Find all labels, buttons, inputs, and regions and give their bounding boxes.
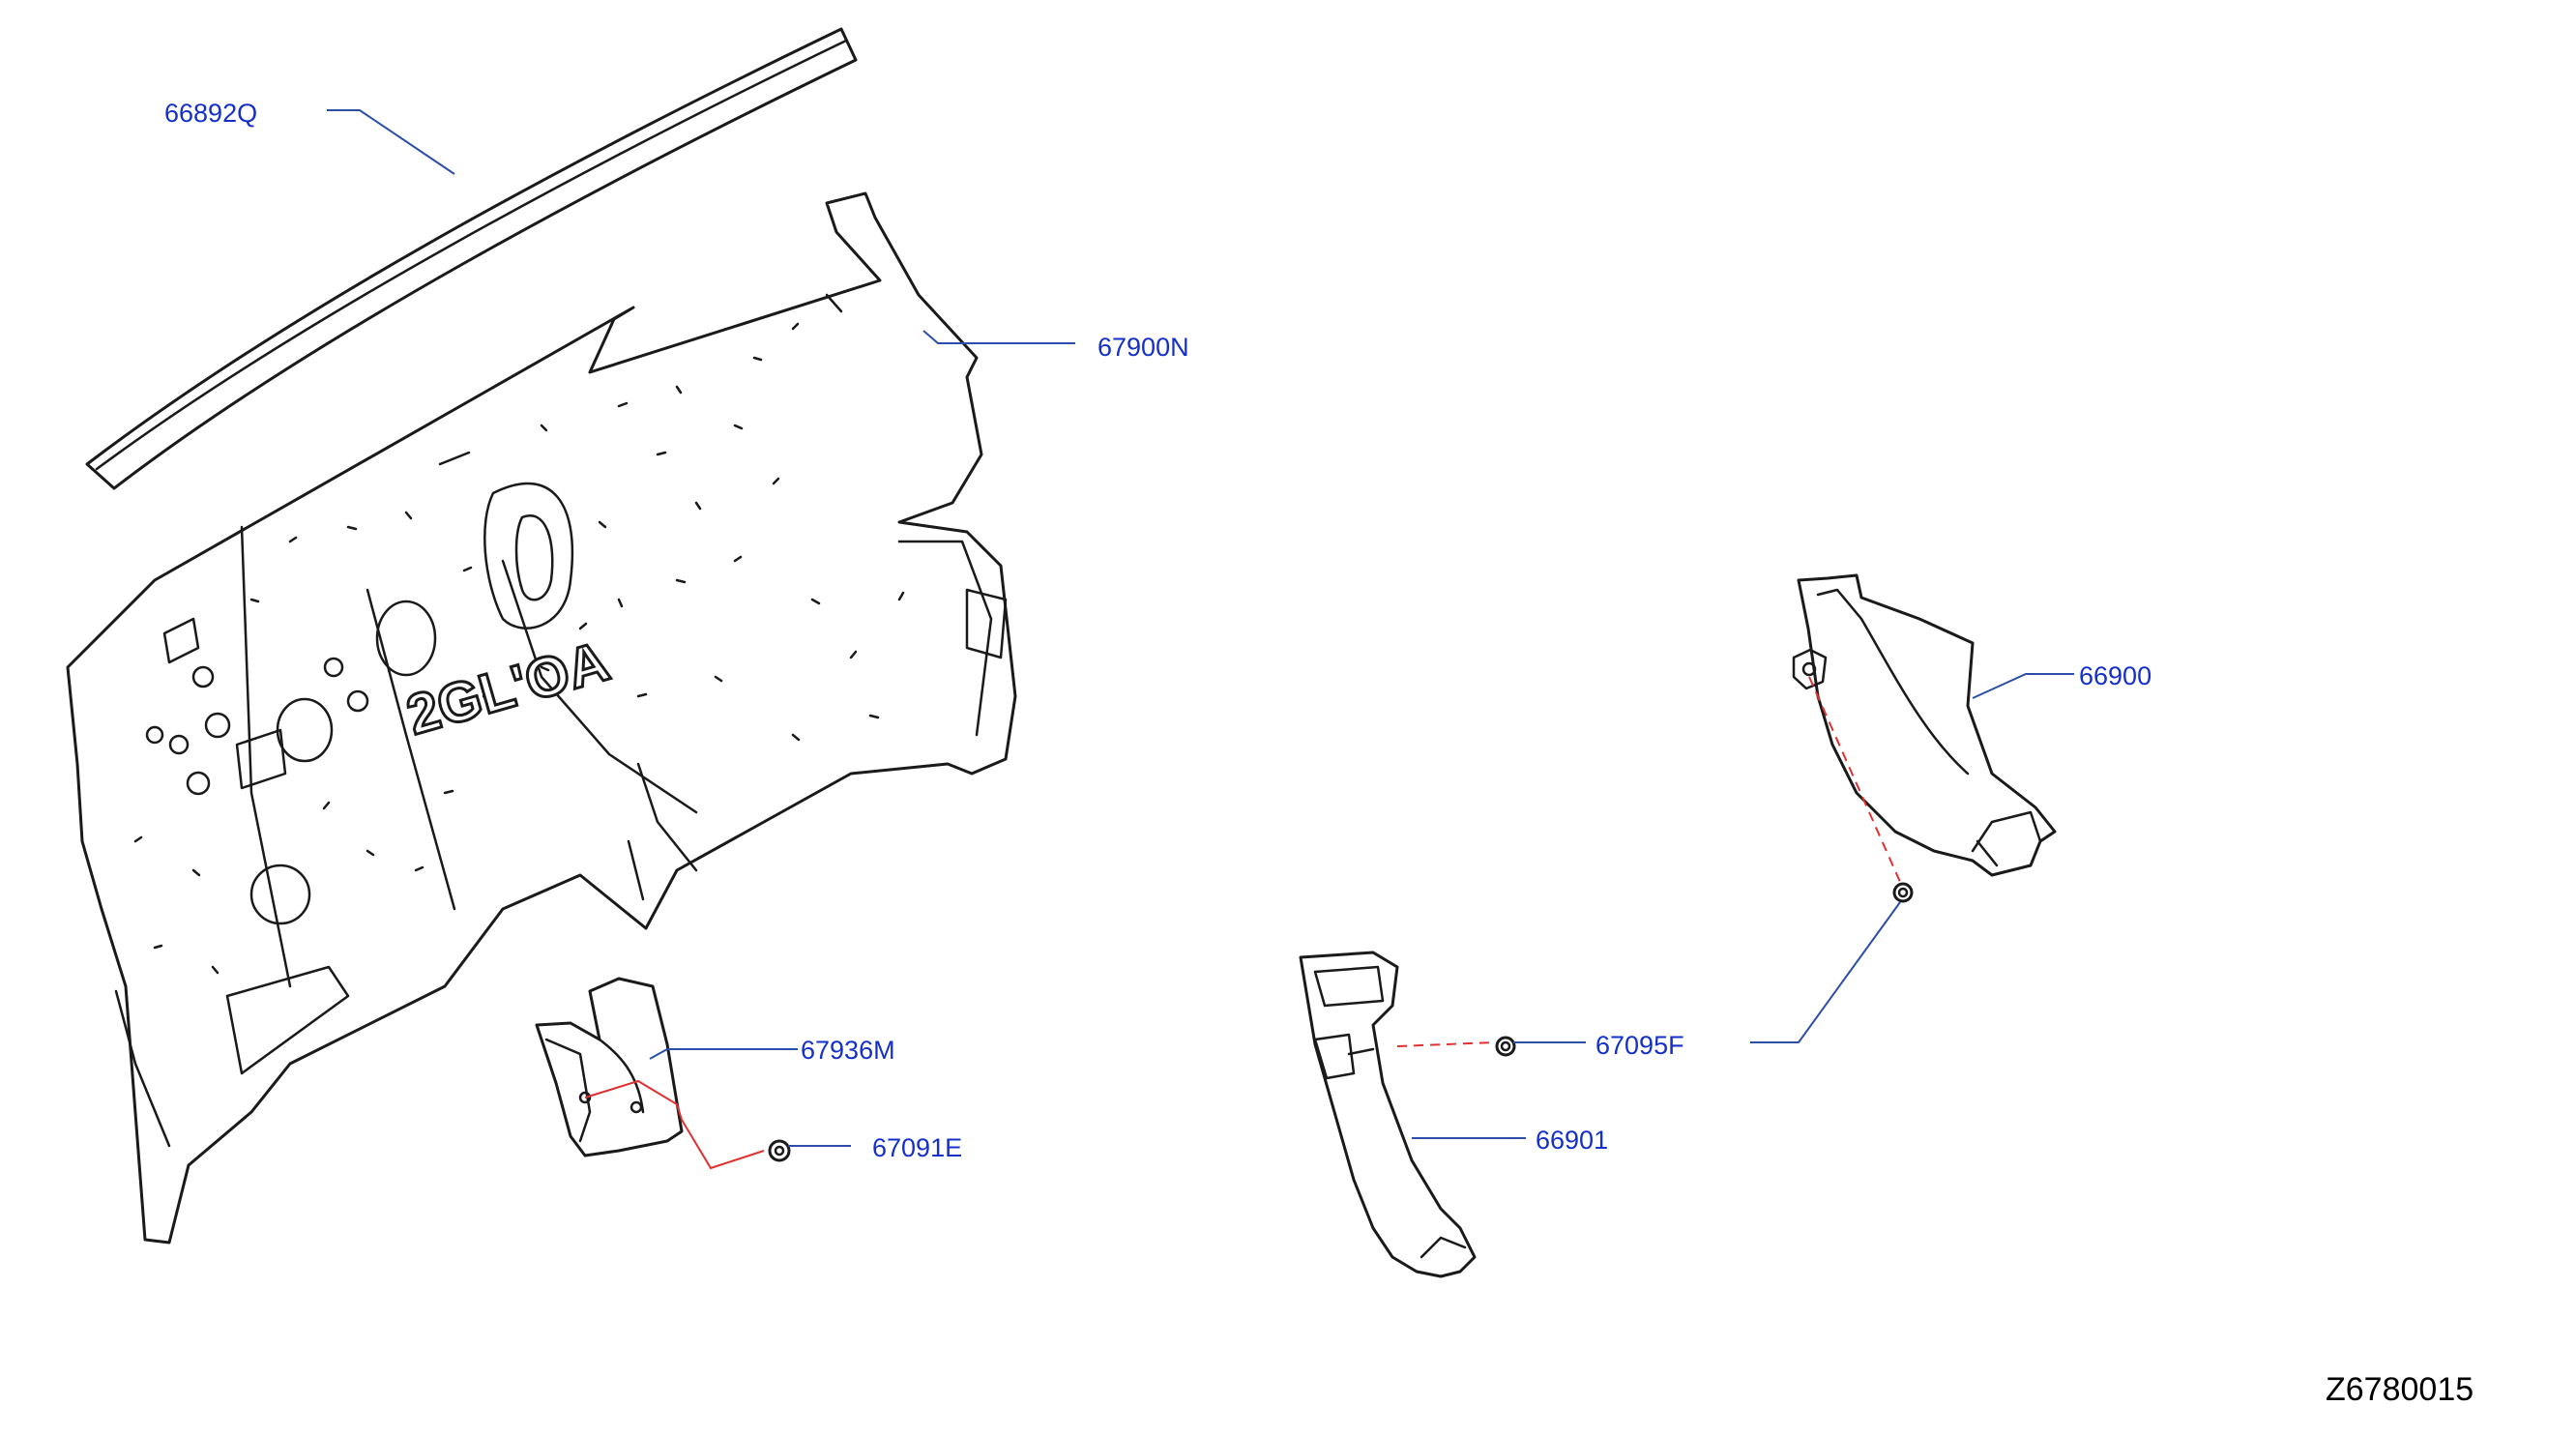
label-67095F: 67095F <box>1595 1031 1684 1060</box>
label-67900N: 67900N <box>1098 333 1189 362</box>
clip-67091E[interactable] <box>768 1139 791 1162</box>
label-67091E: 67091E <box>872 1133 962 1162</box>
clip-kick-plate[interactable] <box>1892 882 1914 903</box>
kick-plate-lower-66901[interactable] <box>1299 951 1477 1278</box>
kick-plate-upper-66900[interactable] <box>1792 573 2057 877</box>
insulator-pad-67936M[interactable] <box>535 977 684 1157</box>
label-67936M: 67936M <box>801 1036 895 1065</box>
clip-67095F[interactable] <box>1495 1036 1516 1057</box>
label-66901: 66901 <box>1536 1126 1608 1155</box>
diagram-code: Z6780015 <box>2326 1371 2474 1408</box>
label-66900: 66900 <box>2079 661 2152 690</box>
dash-trim-strip-66892Q[interactable] <box>85 27 858 490</box>
label-66892Q: 66892Q <box>164 99 257 128</box>
dash-insulator-67900N[interactable]: 2GL'OA <box>66 191 1017 1245</box>
